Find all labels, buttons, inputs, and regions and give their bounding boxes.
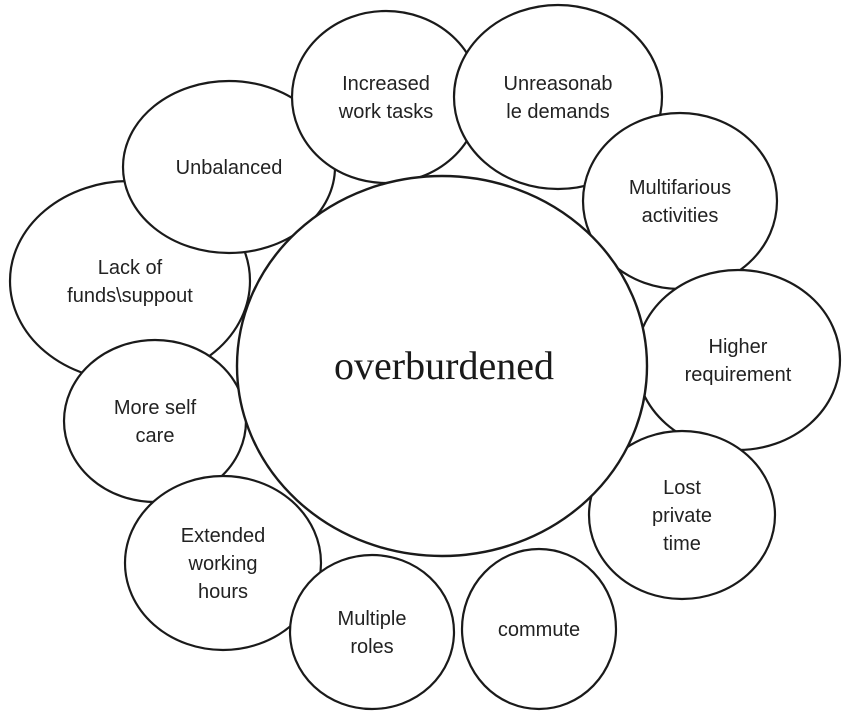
center-bubble — [235, 174, 649, 558]
bubble-increased-work-tasks-label-line-1: Increased — [342, 73, 430, 95]
bubble-multiple-roles-shape — [288, 553, 456, 711]
center-label: overburdened — [334, 343, 554, 388]
center-bubble-group: overburdened — [235, 174, 649, 558]
bubble-lost-private-time-shape — [587, 429, 777, 601]
bubble-multifarious-activities-label-line-1: Multifarious — [629, 177, 731, 199]
bubble-lost-private-time-label-line-1: Lost — [663, 477, 701, 499]
bubble-unreasonable-demands-label-line-1: Unreasonab — [504, 73, 613, 95]
bubble-multifarious-activities-label-line-2: activities — [642, 205, 719, 227]
bubble-extended-working-hours-shape — [123, 474, 323, 652]
bubble-extended-working-hours-label-line-1: Extended — [181, 525, 266, 547]
bubble-multiple-roles-label-line-1: Multiple — [338, 608, 407, 630]
bubble-increased-work-tasks-label-line-2: work tasks — [338, 101, 433, 123]
bubble-extended-working-hours-label-line-3: hours — [198, 581, 248, 603]
bubble-higher-requirement-label-line-2: requirement — [685, 364, 792, 386]
bubble-lack-of-funds-label-line-1: Lack of — [98, 257, 163, 279]
bubble-unbalanced-label-line-1: Unbalanced — [176, 157, 283, 179]
bubble-lost-private-time: Lost private time — [587, 429, 777, 601]
bubble-lost-private-time-label-line-3: time — [663, 533, 701, 555]
bubble-commute-shape — [460, 547, 618, 711]
bubble-commute-label-line-1: commute — [498, 619, 580, 641]
bubble-extended-working-hours: Extended working hours — [123, 474, 323, 652]
bubble-lost-private-time-label-line-2: private — [652, 505, 712, 527]
bubble-higher-requirement-shape — [634, 268, 842, 452]
bubble-more-self-care-label-line-2: care — [136, 425, 175, 447]
bubble-lack-of-funds-label-line-2: funds\suppout — [67, 285, 193, 307]
bubble-multiple-roles: Multiple roles — [288, 553, 456, 711]
bubble-more-self-care-label-line-1: More self — [114, 397, 197, 419]
bubble-higher-requirement: Higher requirement — [634, 268, 842, 452]
bubble-extended-working-hours-label-line-2: working — [188, 553, 258, 575]
bubble-multiple-roles-label-line-2: roles — [350, 636, 393, 658]
bubble-increased-work-tasks-shape — [290, 9, 482, 185]
bubble-unreasonable-demands-label-line-2: le demands — [506, 101, 609, 123]
bubble-increased-work-tasks: Increased work tasks — [290, 9, 482, 185]
bubble-commute: commute — [460, 547, 618, 711]
bubble-higher-requirement-label-line-1: Higher — [709, 336, 768, 358]
